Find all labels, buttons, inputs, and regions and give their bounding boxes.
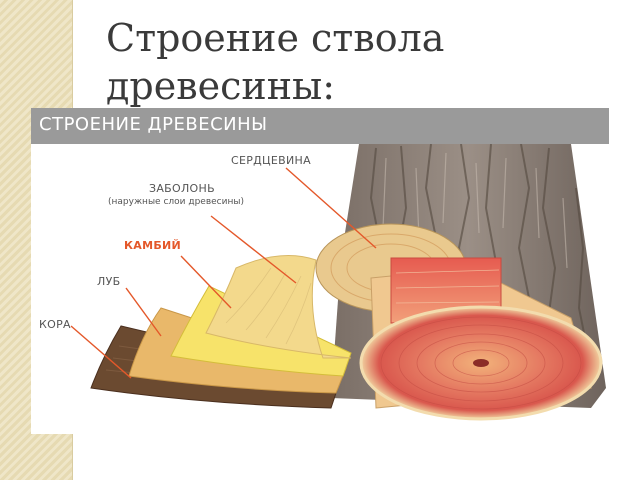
tree-trunk-illustration xyxy=(70,143,606,421)
pith-core xyxy=(473,359,489,367)
banner-title: СТРОЕНИЕ ДРЕВЕСИНЫ xyxy=(39,114,268,135)
label-bark: КОРА xyxy=(39,318,71,331)
label-sapwood: ЗАБОЛОНЬ xyxy=(149,182,215,195)
log-cross-section xyxy=(315,223,603,421)
wood-structure-diagram: СТРОЕНИЕ ДРЕВЕСИНЫ СЕРДЦЕВИНА ЗАБОЛОНЬ (… xyxy=(31,108,609,434)
label-sapwood-note: (наружные слои древесины) xyxy=(108,197,244,207)
label-pith: СЕРДЦЕВИНА xyxy=(231,154,311,167)
label-bast: ЛУБ xyxy=(97,275,121,288)
sapwood-layer xyxy=(205,255,352,359)
diagram-banner: СТРОЕНИЕ ДРЕВЕСИНЫ xyxy=(31,108,609,144)
slide-title: Строение ствола древесины: xyxy=(106,16,445,108)
label-cambium: КАМБИЙ xyxy=(124,239,182,252)
unrolled-layers xyxy=(90,255,352,409)
leader-lines xyxy=(70,167,377,379)
